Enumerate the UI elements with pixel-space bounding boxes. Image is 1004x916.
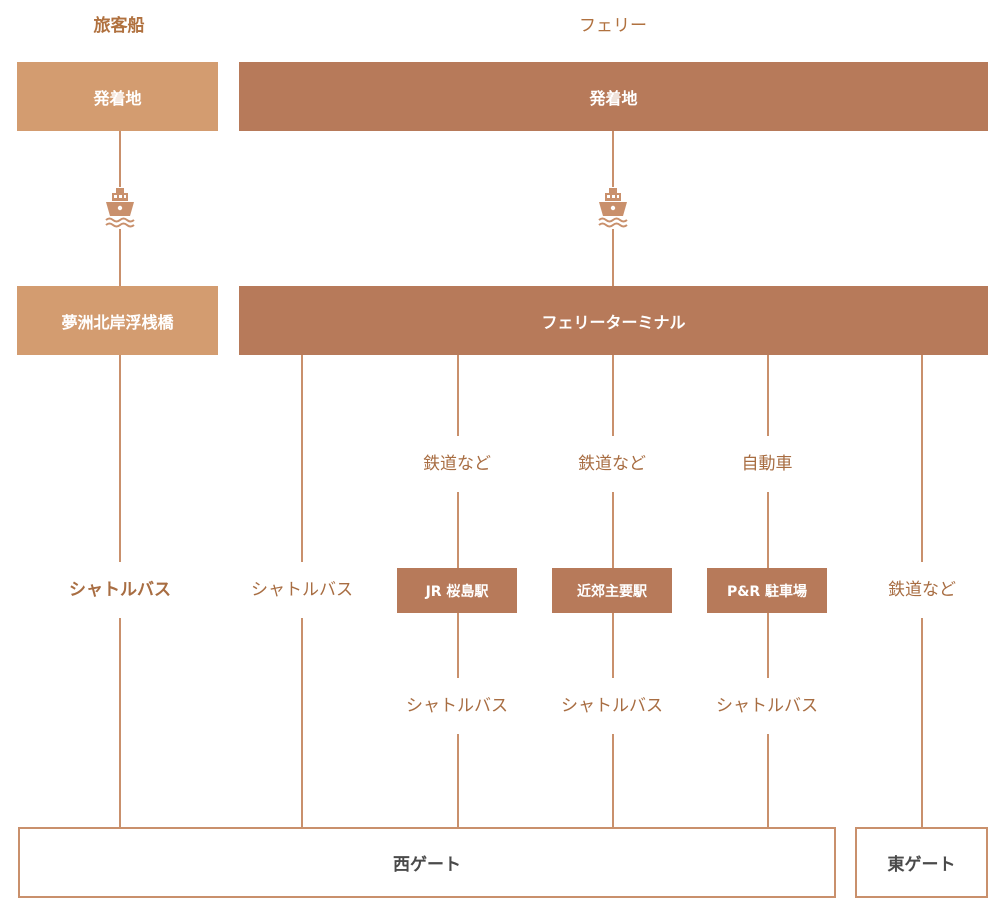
route3-shuttle-label: シャトルバス [702,678,832,734]
ferry-terminal-label: フェリーターミナル [541,312,686,332]
route2-mode-label: 鉄道など [555,436,669,492]
east-route-mode-label: 鉄道など [864,562,980,618]
route2-shuttle-label: シャトルバス [547,678,677,734]
route1-mode-label: 鉄道など [400,436,514,492]
route3-mode-label: 自動車 [710,436,824,492]
route1-shuttle-label: シャトルバス [392,678,522,734]
east-gate-label: 東ゲート [887,855,956,875]
ferry-terminal-box: フェリーターミナル [239,286,988,355]
station-box-major-stations: 近郊主要駅 [552,568,672,613]
ferry-direct-shuttle-label: シャトルバス [234,562,370,618]
ps-departure-label: 発着地 [93,88,142,108]
ps-departure-box: 発着地 [17,62,218,131]
header-ferry: フェリー [579,16,647,36]
station-box-jr-sakurajima: JR 桜島駅 [397,568,517,613]
station-label-jr-sakurajima: JR 桜島駅 [425,583,489,600]
ps-pier-label: 夢洲北岸浮桟橋 [61,312,174,332]
station-label-park-and-ride: P&R 駐車場 [726,583,808,600]
ferry-departure-label: 発着地 [589,88,638,108]
east-gate-box: 東ゲート [855,827,988,898]
west-gate-label: 西ゲート [393,855,461,875]
west-gate-box: 西ゲート [18,827,836,898]
ps-shuttle-label: シャトルバス [50,562,190,618]
ship-icon [597,187,629,229]
station-label-major-stations: 近郊主要駅 [577,583,647,600]
ship-icon [104,187,136,229]
station-box-park-and-ride: P&R 駐車場 [707,568,827,613]
ps-pier-box: 夢洲北岸浮桟橋 [17,286,218,355]
ferry-departure-box: 発着地 [239,62,988,131]
header-passenger-ship: 旅客船 [93,16,145,36]
